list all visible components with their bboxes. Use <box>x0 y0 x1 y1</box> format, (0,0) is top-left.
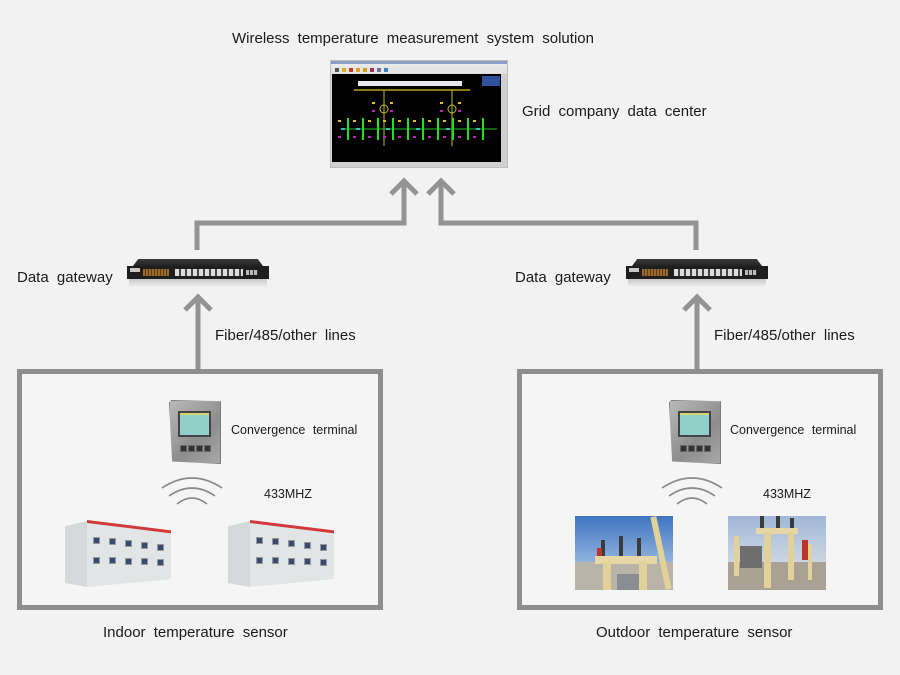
left-gateway-label: Data gateway <box>17 269 113 286</box>
outdoor-substation-photo <box>728 516 826 590</box>
network-switch-icon <box>626 259 768 293</box>
wireless-signal-icon <box>661 477 723 505</box>
indoor-frequency-label: 433MHZ <box>264 487 312 501</box>
wireless-signal-icon <box>161 477 223 505</box>
indoor-site-label: Indoor temperature sensor <box>103 624 288 641</box>
outdoor-frequency-label: 433MHZ <box>763 487 811 501</box>
convergence-terminal-icon <box>167 400 221 464</box>
outdoor-substation-photo <box>575 516 673 590</box>
arrow-head-uplink-right <box>426 177 456 196</box>
left-link-label: Fiber/485/other lines <box>215 327 356 344</box>
diagram-title: Wireless temperature measurement system … <box>232 30 594 47</box>
arrow-head-right-gateway <box>682 293 712 312</box>
network-switch-icon <box>127 259 269 293</box>
data-center-label: Grid company data center <box>522 103 707 120</box>
scada-monitor-screen-icon <box>330 60 508 168</box>
right-gateway-label: Data gateway <box>515 269 611 286</box>
arrow-head-uplink-left <box>389 177 419 196</box>
convergence-terminal-icon <box>667 400 721 464</box>
outdoor-terminal-label: Convergence terminal <box>730 423 857 437</box>
outdoor-site-label: Outdoor temperature sensor <box>596 624 793 641</box>
right-uplink-line <box>438 183 699 250</box>
switchgear-cabinet-icon <box>65 517 171 591</box>
switchgear-cabinet-icon <box>228 517 334 591</box>
arrow-head-left-gateway <box>183 293 213 312</box>
indoor-terminal-label: Convergence terminal <box>231 423 358 437</box>
left-uplink-line <box>194 183 407 250</box>
right-link-label: Fiber/485/other lines <box>714 327 855 344</box>
